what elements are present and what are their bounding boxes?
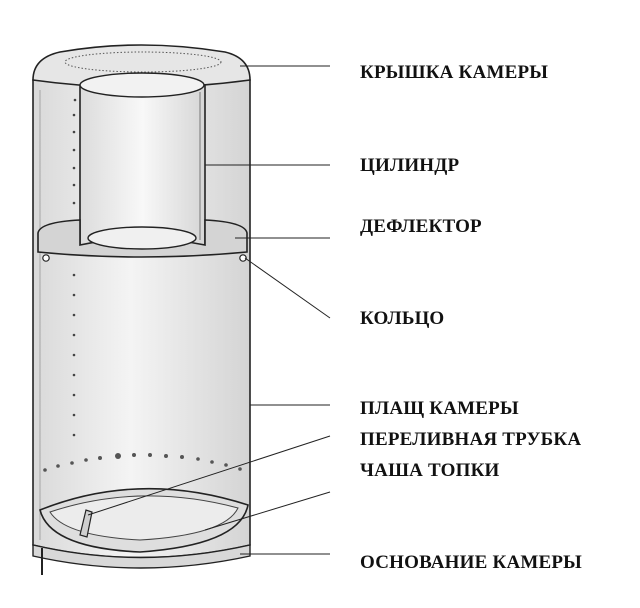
air-holes-column <box>72 98 77 437</box>
firebox-bowl <box>39 487 249 553</box>
label-chamber-lid: КРЫШКА КАМЕРЫ <box>360 62 549 83</box>
label-chamber-base: ОСНОВАНИЕ КАМЕРЫ <box>360 552 583 573</box>
label-deflector: ДЕФЛЕКТОР <box>360 216 482 237</box>
cylinder <box>79 72 206 246</box>
label-cylinder: ЦИЛИНДР <box>360 155 460 176</box>
deflector <box>37 219 248 258</box>
overflow-pipe <box>79 509 93 538</box>
air-holes-row <box>43 453 242 472</box>
label-firebox-bowl: ЧАША ТОПКИ <box>360 460 500 481</box>
label-chamber-shell: ПЛАЩ КАМЕРЫ <box>360 398 519 419</box>
label-ring: КОЛЬЦО <box>360 308 445 329</box>
leader-ring <box>244 257 331 319</box>
ring <box>42 254 247 262</box>
chamber-base <box>32 544 251 575</box>
leader-bowl <box>204 491 331 531</box>
leader-overflow-pipe <box>87 435 331 516</box>
label-overflow-pipe: ПЕРЕЛИВНАЯ ТРУБКА <box>360 429 582 450</box>
leader-lines <box>87 65 331 555</box>
